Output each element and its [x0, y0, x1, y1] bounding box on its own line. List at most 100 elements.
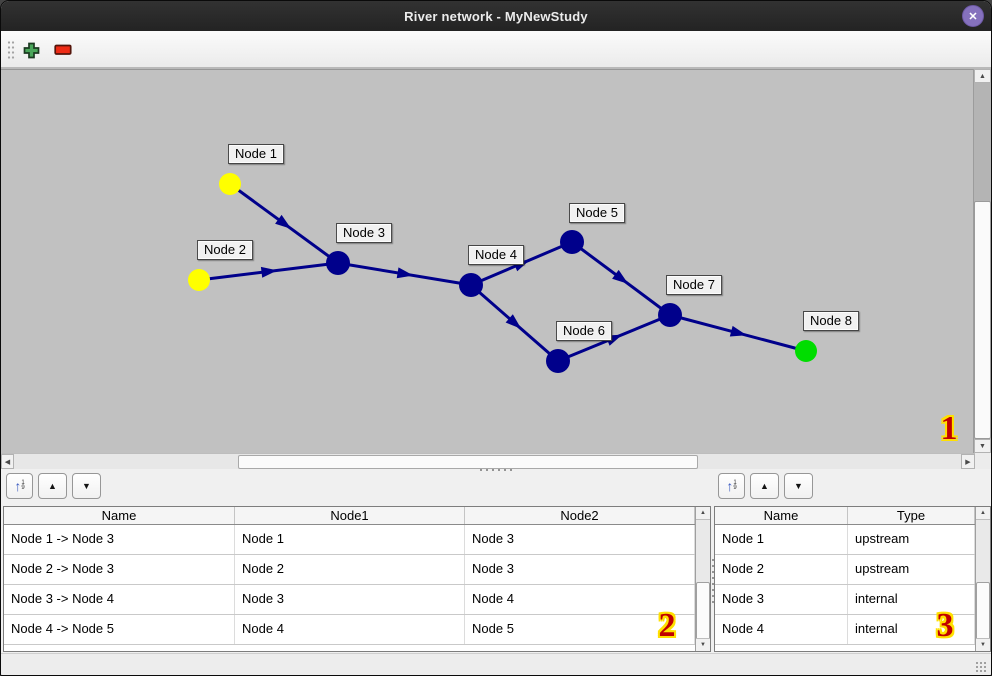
column-header[interactable]: Node2 — [465, 507, 695, 524]
network-node[interactable] — [560, 230, 584, 254]
resize-grip[interactable] — [975, 661, 988, 674]
left-arrow-icon: ◀ — [4, 458, 11, 466]
annotation-number: 1 — [940, 410, 958, 447]
table-cell: Node 3 -> Node 4 — [4, 585, 235, 614]
sort-arrow-glyph: ↑ — [726, 478, 734, 494]
table-cell: Node 3 — [465, 525, 695, 554]
table-cell: Node 3 — [715, 585, 848, 614]
table-cell: Node 5 — [465, 615, 695, 644]
scroll-down-button[interactable]: ▼ — [974, 439, 991, 453]
canvas-vertical-scrollbar[interactable]: ▲ ▼ — [973, 69, 991, 453]
table-cell: upstream — [848, 555, 975, 584]
scroll-right-button[interactable]: ▶ — [961, 454, 975, 469]
table-cell: Node 4 -> Node 5 — [4, 615, 235, 644]
up-triangle-icon: ▲ — [48, 481, 57, 491]
column-header[interactable]: Type — [848, 507, 975, 524]
tables-splitter-handle[interactable] — [711, 557, 715, 607]
connections-move-down-button[interactable]: ▼ — [72, 473, 101, 499]
scrollbar-thumb[interactable] — [696, 582, 710, 640]
edge-arrowhead — [505, 314, 522, 329]
up-arrow-icon: ▲ — [979, 72, 986, 80]
node-label[interactable]: Node 5 — [569, 203, 625, 223]
remove-node-button[interactable] — [51, 38, 75, 62]
connections-sort-button[interactable]: ↑ 1 9 — [6, 473, 33, 499]
column-header[interactable]: Node1 — [235, 507, 465, 524]
table-cell: internal — [848, 615, 975, 644]
edge-arrowhead — [729, 325, 747, 337]
node-label[interactable]: Node 3 — [336, 223, 392, 243]
column-header[interactable]: Name — [715, 507, 848, 524]
node-label[interactable]: Node 6 — [556, 321, 612, 341]
table-scrollbar[interactable]: ▲▼ — [975, 507, 990, 651]
table-cell: Node 4 — [235, 615, 465, 644]
network-canvas[interactable]: Node 1 Node 2 Node 3 Node 4 Node 5 Node 6 Node… — [1, 69, 975, 453]
minus-icon — [54, 44, 72, 55]
network-node[interactable] — [188, 269, 210, 291]
network-node[interactable] — [795, 340, 817, 362]
sort-last-glyph: 9 — [733, 485, 737, 491]
scroll-down-button[interactable]: ▼ — [696, 638, 710, 651]
network-node[interactable] — [459, 273, 483, 297]
node-label[interactable]: Node 7 — [666, 275, 722, 295]
sort-icon: ↑ 1 9 — [14, 479, 25, 493]
right-arrow-icon: ▶ — [965, 458, 971, 466]
sort-first-glyph: 1 — [733, 480, 737, 486]
table-cell: Node 1 — [715, 525, 848, 554]
up-triangle-icon: ▲ — [760, 481, 769, 491]
horizontal-scrollbar-thumb[interactable] — [238, 455, 698, 469]
scrollbar-thumb[interactable] — [976, 582, 990, 640]
canvas-horizontal-scrollbar[interactable]: ◀ ▶ — [1, 453, 975, 469]
pane-splitter-handle[interactable] — [478, 468, 516, 473]
table-scrollbar[interactable]: ▲▼ — [695, 507, 710, 651]
network-node[interactable] — [219, 173, 241, 195]
plus-icon — [23, 42, 39, 58]
main-toolbar — [1, 31, 991, 69]
window-title: River network - MyNewStudy — [404, 8, 588, 24]
scroll-down-button[interactable]: ▼ — [976, 638, 990, 651]
table-cell: Node 1 — [235, 525, 465, 554]
toolbar-drag-handle[interactable] — [7, 40, 16, 61]
scroll-up-button[interactable]: ▲ — [974, 69, 991, 83]
add-node-button[interactable] — [19, 38, 43, 62]
scroll-up-button[interactable]: ▲ — [976, 507, 990, 520]
nodes-sort-button[interactable]: ↑ 1 9 — [718, 473, 745, 499]
column-header[interactable]: Name — [4, 507, 235, 524]
edge-arrowhead — [260, 266, 278, 278]
vertical-scrollbar-thumb[interactable] — [974, 201, 991, 439]
network-graph — [188, 173, 817, 373]
scroll-left-button[interactable]: ◀ — [1, 454, 14, 469]
sort-icon: ↑ 1 9 — [726, 478, 737, 494]
down-arrow-icon: ▼ — [979, 442, 986, 450]
node-label[interactable]: Node 4 — [468, 245, 524, 265]
minus-icon-shape — [54, 44, 72, 55]
table-cell: Node 3 — [235, 585, 465, 614]
down-triangle-icon: ▼ — [82, 481, 91, 491]
close-button[interactable]: ✕ — [962, 5, 984, 27]
node-label[interactable]: Node 2 — [197, 240, 253, 260]
connections-move-up-button[interactable]: ▲ — [38, 473, 67, 499]
node-label[interactable]: Node 1 — [228, 144, 284, 164]
node-label[interactable]: Node 8 — [803, 311, 859, 331]
network-node[interactable] — [546, 349, 570, 373]
sort-first-glyph: 1 — [21, 480, 25, 486]
network-node[interactable] — [658, 303, 682, 327]
network-node[interactable] — [326, 251, 350, 275]
nodes-move-up-button[interactable]: ▲ — [750, 473, 779, 499]
table-cell: Node 4 — [715, 615, 848, 644]
titlebar[interactable]: River network - MyNewStudy ✕ — [1, 1, 991, 31]
nodes-move-down-button[interactable]: ▼ — [784, 473, 813, 499]
table-cell: Node 2 — [235, 555, 465, 584]
scroll-up-button[interactable]: ▲ — [696, 507, 710, 520]
